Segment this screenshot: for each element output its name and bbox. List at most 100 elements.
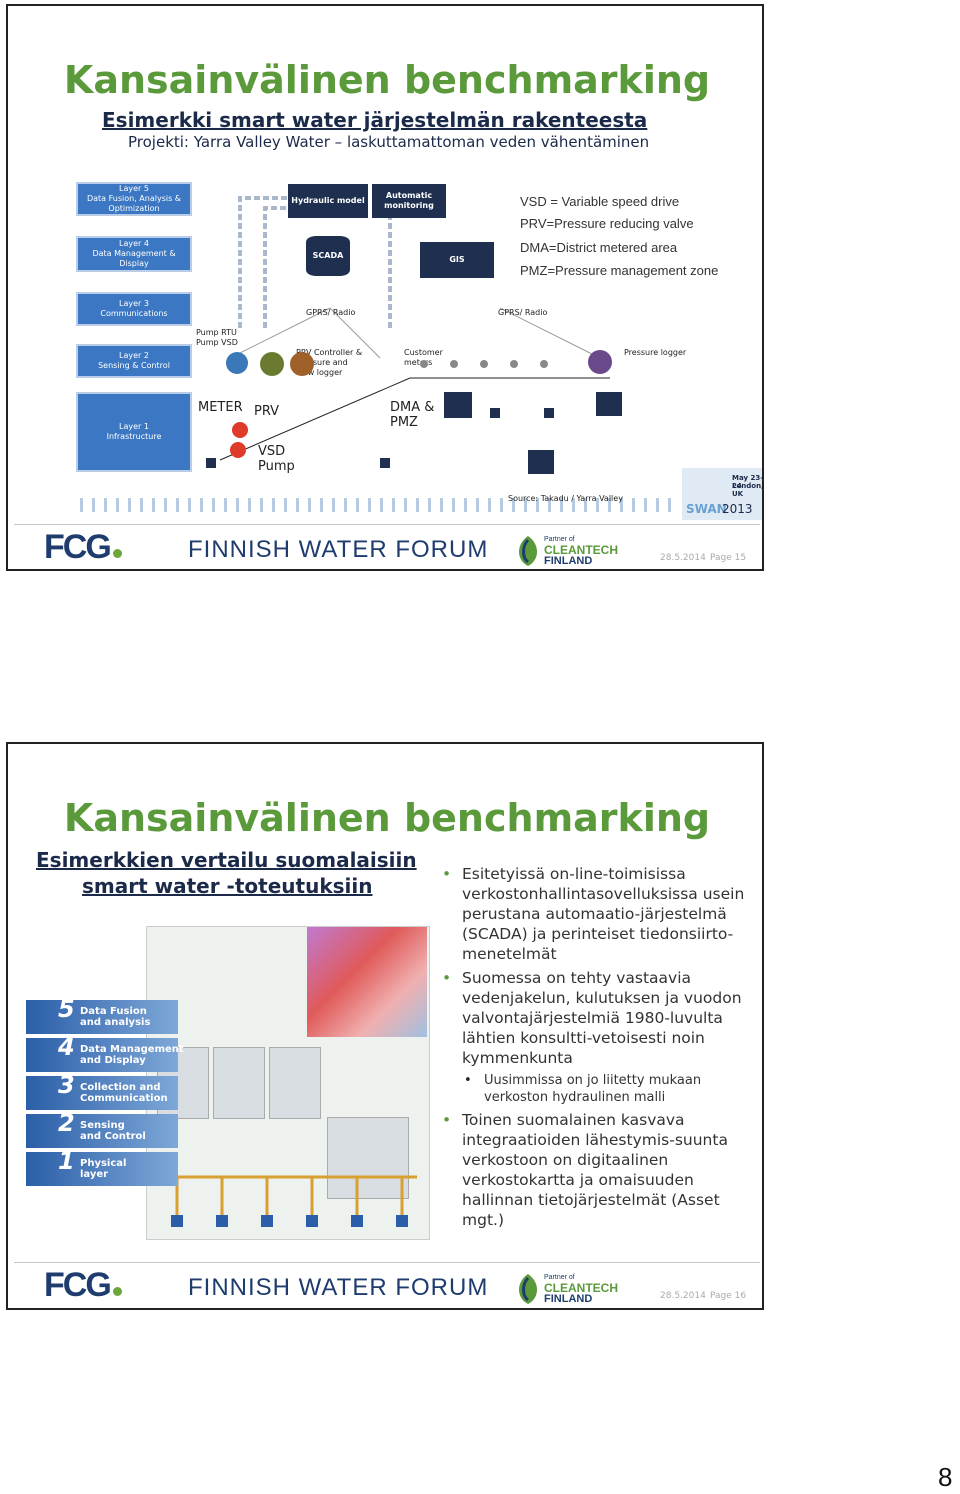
slide-subtitle: Esimerkki smart water järjestelmän raken… [102,108,648,132]
pyramid-layer-4: 4 Data Management and Display [26,1033,184,1072]
pyramid-label: Data Management and Display [80,1044,184,1066]
cleantech-finland-logo: Partner of CLEANTECH FINLAND [514,532,624,569]
cleantech-text-block: Partner of CLEANTECH FINLAND [544,1272,618,1305]
layer-4-box: Layer 4 Data Management & Display [76,236,192,272]
chart-panel [213,1047,265,1119]
cleantech-leaf-icon [519,536,537,566]
vsd-red-dot [230,442,246,458]
layer-3-box: Layer 3 Communications [76,292,192,326]
slide-subtitle-line1: Esimerkkien vertailu suomalaisiin [36,848,417,872]
customer-meter-dot [420,360,428,368]
footer-page: Page 16 [710,1291,747,1301]
slide-15: Kansainvälinen benchmarking Esimerkki sm… [6,4,764,571]
cleantech-text: CLEANTECH [544,543,618,557]
decorative-bars [80,498,680,512]
meter-label: METER [198,400,243,415]
footer-page: Page 15 [710,553,747,563]
gprs-label-1: GPRS/ Radio [306,308,356,317]
partner-of-text: Partner of [544,1274,575,1281]
pyramid-num: 1 [58,1147,75,1175]
swan-brand: SWAN [686,502,727,516]
footer-divider [14,524,760,525]
dma-square [528,450,554,474]
pressure-logger-dot [588,350,612,374]
pump-rtu-dot [226,352,248,374]
legend-prv: PRV=Pressure reducing valve [520,216,694,231]
vsd-pump-label: VSD Pump [258,444,295,474]
pyramid-label: Physical layer [80,1158,127,1180]
node-square [544,408,554,418]
fcg-logo-text: FCG [44,1266,112,1304]
footer-divider [14,1262,760,1263]
prv-controller-dot-brown [290,352,314,376]
pyramid-label: Collection and Communication [80,1082,168,1104]
customer-meter-dot [540,360,548,368]
node-square [490,408,500,418]
smart-water-diagram: Layer 5 Data Fusion, Analysis & Optimiza… [70,178,764,524]
pyramid-layer-2: 2 Sensing and Control [26,1109,178,1148]
layer-2-box: Layer 2 Sensing & Control [76,344,192,378]
bullet-item: Esitetyissä on-line-toimisissa verkoston… [442,864,756,964]
prv-controller-dot-green [260,352,284,376]
pyramid-num: 3 [58,1071,75,1099]
legend-vsd: VSD = Variable speed drive [520,194,680,209]
prv-label: PRV [254,404,280,419]
finnish-water-forum-logo: FINNISH WATER FORUM [188,1274,489,1301]
gprs-label-2: GPRS/ Radio [498,308,548,317]
pump-rtu-label: Pump RTU Pump VSD [196,328,238,347]
pyramid-label: Data Fusion and analysis [80,1006,151,1028]
fcg-logo: FCG [44,1266,122,1305]
layer-1-box: Layer 1 Infrastructure [76,392,192,472]
hydraulic-model-box: Hydraulic model [288,184,368,218]
swan-place: London, UK [732,482,764,498]
pyramid-layer-5: 5 Data Fusion and analysis [26,995,178,1034]
swan-date: May 23-24 [732,474,764,490]
dma-square [444,392,472,418]
footer-date: 28.5.2014 [660,553,706,563]
chart-panel [269,1047,321,1119]
swan-year: 2013 [722,502,753,516]
node-square [380,458,390,468]
cleantech-leaf-icon [519,1274,537,1304]
customer-meter-dot [480,360,488,368]
customer-meters-label: Customer meters [404,348,443,367]
source-label: Source: Takadu / Yarra Valley [508,494,623,503]
slide-subtitle-2: Projekti: Yarra Valley Water – laskuttam… [128,133,650,151]
pyramid-label: Sensing and Control [80,1120,146,1142]
network-lines [219,307,610,461]
gis-box: GIS [420,242,494,278]
customer-meter-dot [510,360,518,368]
pressure-logger-label: Pressure logger [624,348,687,357]
smart-water-layers-image: 5 Data Fusion and analysis 4 Data Manage… [26,924,436,1240]
dma-square [596,392,622,416]
finland-text: FINLAND [544,555,593,567]
pyramid-layer-3: 3 Collection and Communication [26,1071,178,1110]
scada-screenshot [146,926,430,1240]
bullet-item: Suomessa on tehty vastaavia vedenjakelun… [442,968,756,1068]
node-square [206,458,216,468]
pipe-network-graphic [157,1175,417,1227]
fcg-logo: FCG [44,528,122,567]
automatic-monitoring-box: Automatic monitoring [372,184,446,218]
arrows-graphic [238,196,392,328]
scada-box: SCADA [306,236,350,276]
pyramid-num: 2 [58,1109,75,1137]
slide-subtitle-line2: smart water -toteutuksiin [82,874,373,898]
pyramid-num: 5 [58,995,75,1023]
fcg-dot-icon [112,549,122,558]
page-number: 8 [938,1462,953,1492]
meter-red-dot [232,422,248,438]
cleantech-text: CLEANTECH [544,1281,618,1295]
pyramid-num: 4 [58,1033,75,1061]
fcg-dot-icon [112,1287,122,1296]
swan-2013-logo: May 23-24 London, UK SWAN 2013 [682,468,764,520]
slide-16: Kansainvälinen benchmarking Esimerkkien … [6,742,764,1310]
sub-bullet-item: Uusimmissa on jo liitetty mukaan verkost… [456,1072,756,1106]
layer-5-box: Layer 5 Data Fusion, Analysis & Optimiza… [76,182,192,216]
cleantech-finland-logo: Partner of CLEANTECH FINLAND [514,1270,624,1308]
map-overlay [307,927,427,1037]
slide-title: Kansainvälinen benchmarking [63,796,711,840]
bullet-list: Esitetyissä on-line-toimisissa verkoston… [442,864,756,1234]
finland-text: FINLAND [544,1293,593,1305]
dma-pmz-label: DMA & PMZ [390,400,435,430]
